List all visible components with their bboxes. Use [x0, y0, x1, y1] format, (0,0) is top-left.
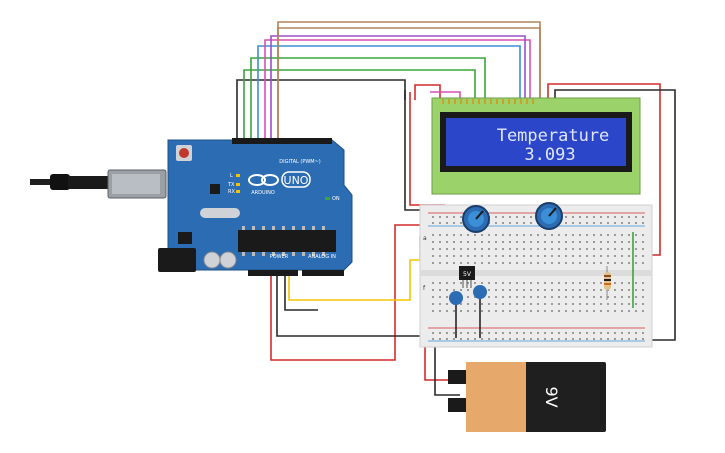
usb-connector-icon[interactable]	[50, 174, 70, 190]
atmega-chip	[238, 230, 336, 252]
lcd-data-wires[interactable]	[236, 21, 541, 140]
breadboard[interactable]: a f	[419, 204, 653, 348]
lcd-screen	[446, 118, 626, 166]
row-letter-top: a	[423, 235, 427, 242]
voltage-regulator-icon[interactable]: 5V	[459, 266, 475, 288]
lcd-display[interactable]: Temperature 3.093	[431, 97, 641, 195]
led-label-tx: TX	[227, 182, 235, 188]
arduino-model-label: UNO	[284, 174, 309, 187]
capacitor-icon[interactable]	[449, 291, 463, 338]
row-letter-bottom: f	[423, 285, 426, 292]
arduino-uno-board[interactable]: UNO ARDUINO DIGITAL (PWM~) POWER ANALOG …	[30, 138, 353, 276]
breadboard-holes[interactable]	[432, 216, 644, 340]
digital-header[interactable]	[232, 138, 332, 144]
led-label-rx: RX	[228, 189, 235, 195]
led-label-l: L	[230, 173, 233, 179]
regulator-label: 5V	[463, 271, 472, 278]
resistor-icon[interactable]	[604, 266, 611, 300]
arduino-logo: UNO ARDUINO	[248, 171, 311, 196]
power-label: POWER	[270, 254, 289, 260]
led-label-on: ON	[332, 196, 340, 202]
digital-label: DIGITAL (PWM~)	[279, 159, 321, 165]
analog-label: ANALOG IN	[308, 254, 336, 260]
potentiometer-2-icon[interactable]	[535, 202, 563, 230]
power-header[interactable]	[248, 270, 298, 276]
lcd-line-1: Temperature	[497, 126, 610, 146]
battery-label: 9V	[542, 386, 561, 407]
battery-9v-icon[interactable]: 9V	[448, 362, 606, 432]
analog-header[interactable]	[302, 270, 344, 276]
arduino-brand-label: ARDUINO	[251, 190, 275, 196]
potentiometer-icon[interactable]	[462, 205, 490, 233]
capacitor-2-icon[interactable]	[473, 285, 487, 338]
lcd-line-2: 3.093	[524, 145, 575, 165]
